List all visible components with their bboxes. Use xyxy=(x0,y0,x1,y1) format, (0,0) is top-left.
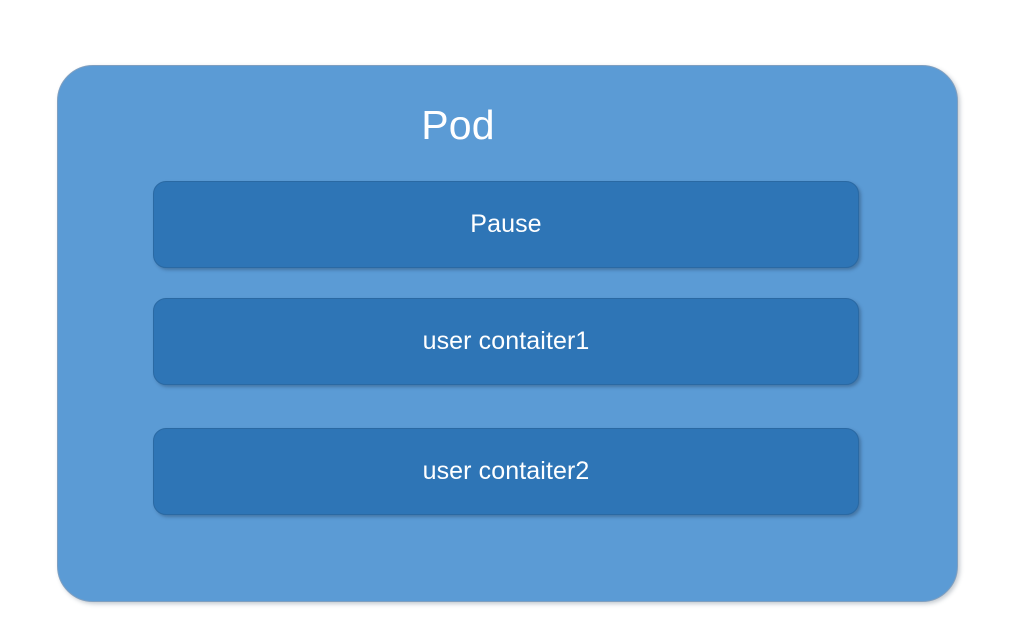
pod-title: Pod xyxy=(421,102,495,148)
container-box-pause: Pause xyxy=(153,181,859,268)
container-label: Pause xyxy=(470,210,542,238)
container-box-user-1: user contaiter1 xyxy=(153,298,859,385)
container-box-user-2: user contaiter2 xyxy=(153,428,859,515)
pod-container: Pod Pause user contaiter1 user contaiter… xyxy=(57,65,958,602)
container-label: user contaiter2 xyxy=(422,457,590,485)
container-label: user contaiter1 xyxy=(422,327,590,355)
